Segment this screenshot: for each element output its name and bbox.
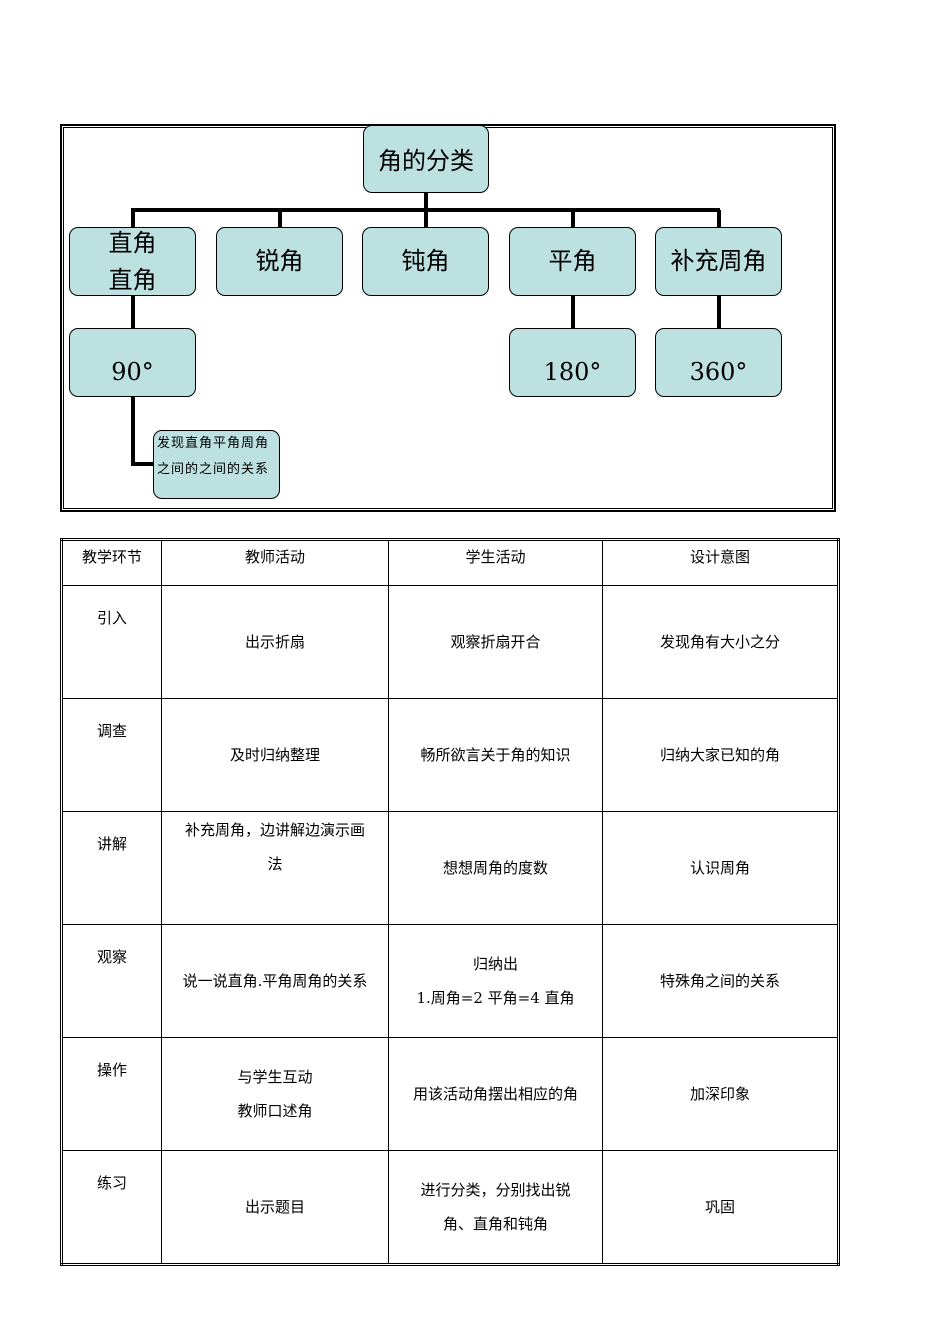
cell-text: 畅所欲言关于角的知识 <box>420 745 571 764</box>
cell-intent: 特殊角之间的关系 <box>602 924 839 1038</box>
cell-stage: 引入 <box>61 585 162 699</box>
cell-intent: 加深印象 <box>602 1037 839 1151</box>
cell-text: 出示折扇 <box>244 632 305 651</box>
cell-text: 出示题目 <box>244 1197 305 1216</box>
cell-text: 及时归纳整理 <box>229 745 320 764</box>
node-acute-angle: 锐角 <box>216 227 343 296</box>
cell-teacher: 及时归纳整理 <box>161 698 389 812</box>
table-row: 操作 与学生互动 教师口述角 用该活动角摆出相应的角 加深印象 <box>61 1037 839 1151</box>
cell-stage: 操作 <box>61 1037 162 1151</box>
cell-teacher: 说一说直角.平角周角的关系 <box>161 924 389 1038</box>
header-intent: 设计意图 <box>602 539 839 586</box>
cell-text: 补充周角，边讲解边演示画 <box>184 821 365 839</box>
header-teacher: 教师活动 <box>161 539 389 586</box>
cell-intent: 认识周角 <box>602 811 839 925</box>
cell-student: 想想周角的度数 <box>388 811 603 925</box>
cell-text: 1.周角=2 平角=4 直角 <box>416 989 575 1007</box>
cell-text: 角、直角和钝角 <box>442 1215 548 1233</box>
cell-intent: 归纳大家已知的角 <box>602 698 839 812</box>
header-student: 学生活动 <box>388 539 603 586</box>
cell-text: 观察折扇开合 <box>450 632 541 651</box>
cell-student: 观察折扇开合 <box>388 585 603 699</box>
cell-student: 用该活动角摆出相应的角 <box>388 1037 603 1151</box>
node-right-angle-line1: 直角 <box>108 229 157 258</box>
cell-text: 归纳出 <box>472 954 518 973</box>
cell-text: 教师口述角 <box>237 1102 313 1120</box>
cell-text: 进行分类，分别找出锐 <box>420 1180 571 1199</box>
cell-teacher: 补充周角，边讲解边演示画 法 <box>161 811 389 925</box>
node-straight-angle: 平角 <box>509 227 636 296</box>
table-row: 引入 出示折扇 观察折扇开合 发现角有大小之分 <box>61 585 839 699</box>
table-header-row: 教学环节 教师活动 学生活动 设计意图 <box>61 539 839 586</box>
node-relationship-note: 发现直角平角周角 之间的之间的关系 <box>153 430 280 499</box>
node-right-angle-line2: 直角 <box>108 265 157 294</box>
cell-teacher: 与学生互动 教师口述角 <box>161 1037 389 1151</box>
cell-stage: 观察 <box>61 924 162 1038</box>
node-full-angle: 补充周角 <box>655 227 782 296</box>
table-row: 调查 及时归纳整理 畅所欲言关于角的知识 归纳大家已知的角 <box>61 698 839 812</box>
lesson-plan-table: 教学环节 教师活动 学生活动 设计意图 引入 出示折扇 观察折扇开合 发现角有大… <box>60 538 840 1266</box>
cell-teacher: 出示题目 <box>161 1150 389 1265</box>
cell-text: 法 <box>267 855 283 874</box>
cell-teacher: 出示折扇 <box>161 585 389 699</box>
cell-student: 畅所欲言关于角的知识 <box>388 698 603 812</box>
node-obtuse-angle: 钝角 <box>362 227 489 296</box>
table-row: 观察 说一说直角.平角周角的关系 归纳出 1.周角=2 平角=4 直角 特殊角之… <box>61 924 839 1038</box>
node-right-angle: 直角 直角 <box>69 227 196 296</box>
cell-student: 进行分类，分别找出锐 角、直角和钝角 <box>388 1150 603 1265</box>
cell-stage: 调查 <box>61 698 162 812</box>
header-stage: 教学环节 <box>61 539 162 586</box>
node-90-degrees: 90° <box>69 328 196 397</box>
cell-text: 与学生互动 <box>237 1067 313 1086</box>
note-line-1: 发现直角平角周角 <box>157 436 270 451</box>
cell-text: 想想周角的度数 <box>442 858 548 877</box>
root-node: 角的分类 <box>363 125 489 193</box>
cell-intent: 巩固 <box>602 1150 839 1265</box>
cell-text: 用该活动角摆出相应的角 <box>412 1084 578 1103</box>
cell-text: 说一说直角.平角周角的关系 <box>182 971 368 990</box>
node-180-degrees: 180° <box>509 328 636 397</box>
cell-student: 归纳出 1.周角=2 平角=4 直角 <box>388 924 603 1038</box>
table-row: 讲解 补充周角，边讲解边演示画 法 想想周角的度数 认识周角 <box>61 811 839 925</box>
table-row: 练习 出示题目 进行分类，分别找出锐 角、直角和钝角 巩固 <box>61 1150 839 1265</box>
cell-stage: 练习 <box>61 1150 162 1265</box>
node-360-degrees: 360° <box>655 328 782 397</box>
cell-intent: 发现角有大小之分 <box>602 585 839 699</box>
note-line-2: 之间的之间的关系 <box>157 462 270 477</box>
cell-stage: 讲解 <box>61 811 162 925</box>
